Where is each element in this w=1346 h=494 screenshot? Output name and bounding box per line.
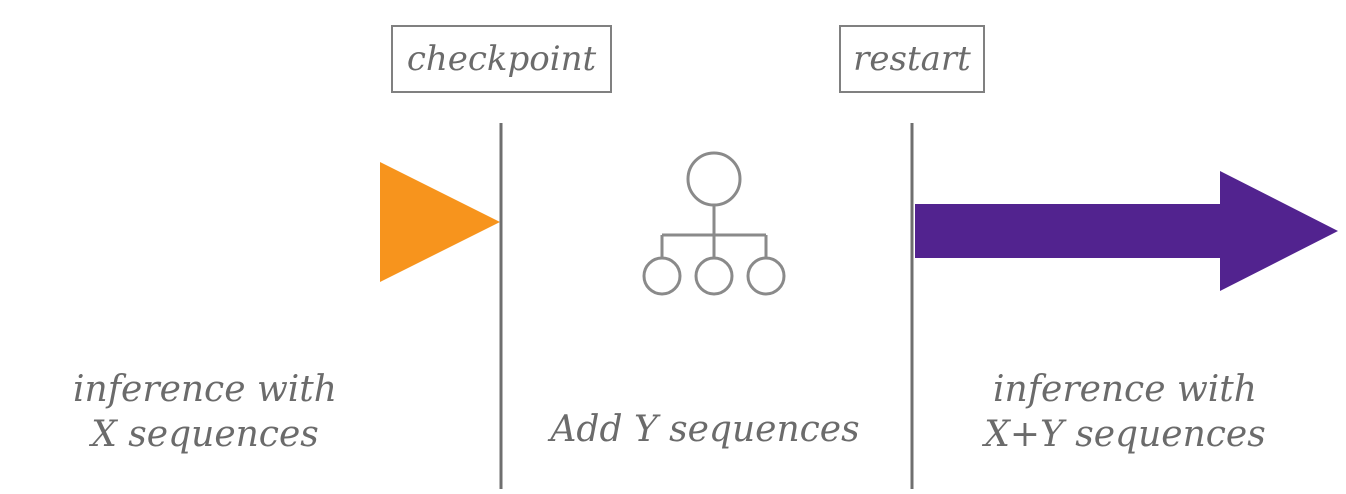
right-caption: inference with X+Y sequences bbox=[960, 367, 1290, 457]
orange-arrow bbox=[5, 162, 500, 282]
right-caption-line1: inference with bbox=[993, 369, 1257, 410]
hierarchy-icon bbox=[642, 151, 786, 296]
right-caption-line2: X+Y sequences bbox=[984, 414, 1266, 455]
middle-caption: Add Y sequences bbox=[550, 409, 860, 450]
left-caption: inference with X sequences bbox=[40, 367, 370, 457]
purple-arrow bbox=[915, 171, 1338, 291]
restart-label: restart bbox=[839, 25, 985, 93]
checkpoint-label: checkpoint bbox=[391, 25, 612, 93]
left-caption-line1: inference with bbox=[73, 369, 337, 410]
left-caption-line2: X sequences bbox=[91, 414, 319, 455]
